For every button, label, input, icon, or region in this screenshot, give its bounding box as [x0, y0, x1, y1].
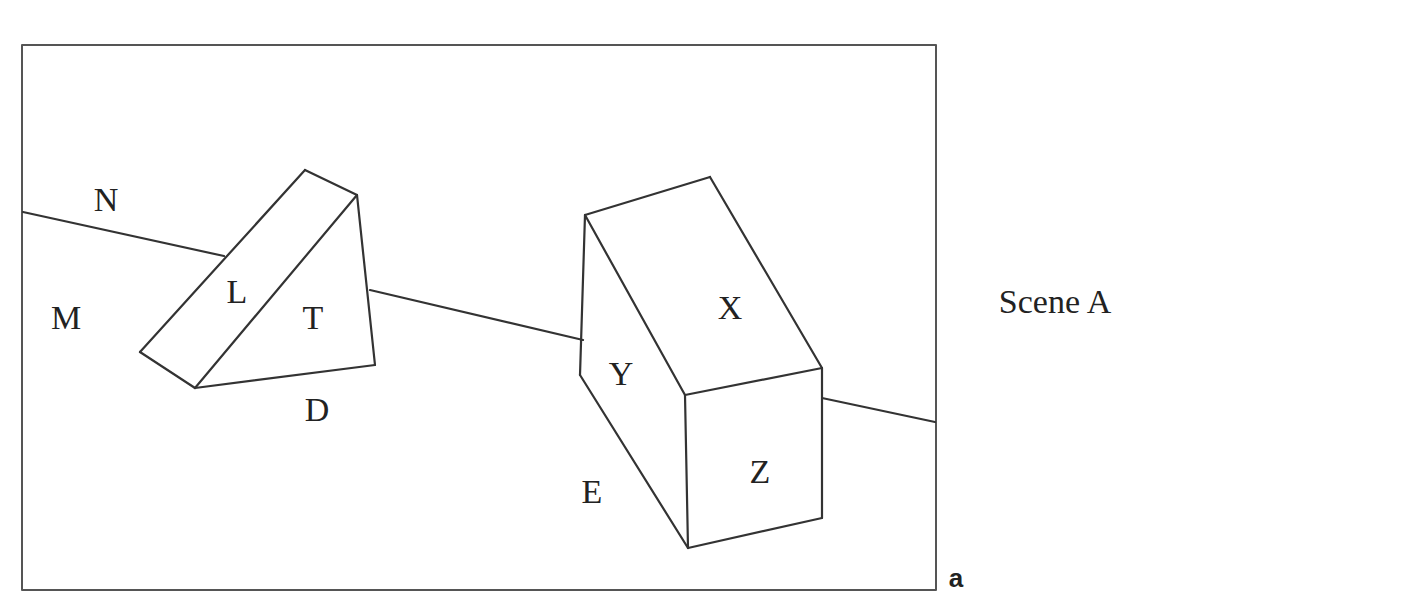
picture-frame — [22, 45, 936, 590]
block-object — [580, 177, 822, 548]
face-label: T — [303, 301, 324, 335]
scene-title: Scene A — [999, 285, 1111, 319]
panel-letter: a — [949, 565, 963, 591]
face-label: L — [227, 275, 248, 309]
face-label: X — [718, 291, 743, 325]
region-label: N — [94, 183, 119, 217]
region-label: E — [582, 475, 603, 509]
region-label: D — [305, 393, 330, 427]
face-label: Z — [750, 455, 771, 489]
region-label: M — [51, 301, 81, 335]
face-label: Y — [609, 357, 634, 391]
wedge-object — [140, 170, 375, 388]
horizon-line — [23, 212, 935, 422]
